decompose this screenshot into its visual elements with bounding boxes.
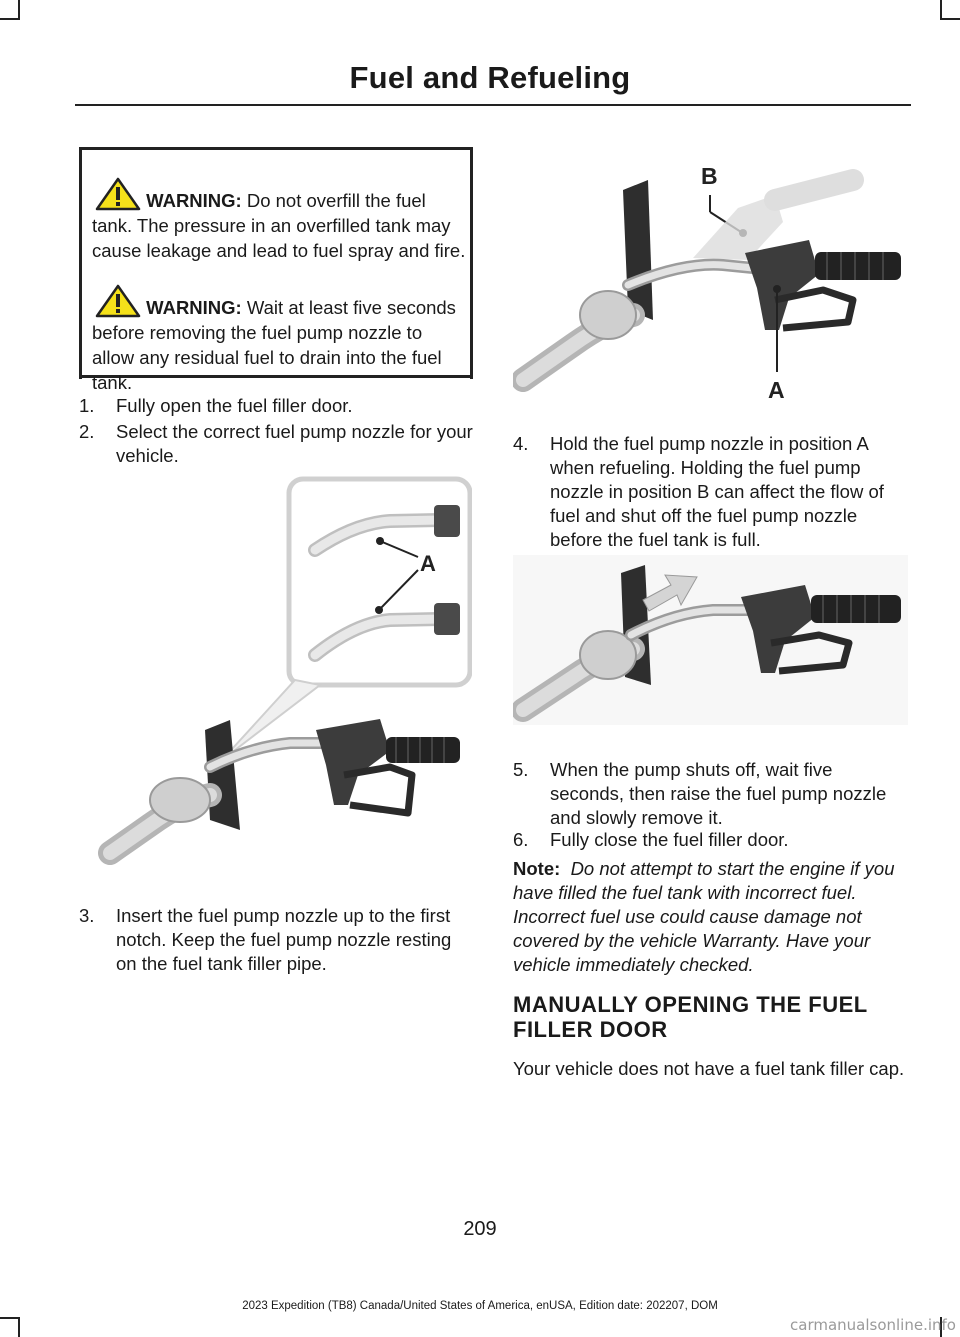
crop-mark bbox=[18, 1317, 20, 1337]
step-number: 2. bbox=[79, 421, 95, 442]
warning-box-right bbox=[470, 147, 473, 379]
note-label: Note: bbox=[513, 858, 561, 879]
step-number: 1. bbox=[79, 395, 95, 416]
step-text: Fully open the fuel filler door. bbox=[116, 395, 353, 416]
header-divider bbox=[75, 104, 911, 106]
warning-2: WARNING: Wait at least five seconds befo… bbox=[92, 284, 466, 395]
page-number: 209 bbox=[463, 1218, 497, 1240]
figure-label-b: B bbox=[701, 163, 718, 189]
section-heading: MANUALLY OPENING THE FUEL FILLER DOOR bbox=[513, 992, 868, 1042]
warning-triangle-icon bbox=[95, 284, 141, 318]
step-text: Hold the fuel pump nozzle in position A … bbox=[550, 433, 884, 550]
note-text: Do not attempt to start the engine if yo… bbox=[513, 858, 895, 975]
figure-nozzle-selection: A bbox=[98, 476, 472, 865]
warning-box-top bbox=[79, 147, 473, 150]
step-text: When the pump shuts off, wait five secon… bbox=[550, 759, 887, 828]
step-number: 3. bbox=[79, 905, 95, 926]
watermark: carmanualsonline.info bbox=[790, 1316, 956, 1334]
figure-nozzle-positions: B A bbox=[513, 163, 901, 403]
step-text: Select the correct fuel pump nozzle for … bbox=[116, 421, 473, 466]
step-text: Insert the fuel pump nozzle up to the fi… bbox=[116, 905, 452, 974]
crop-mark bbox=[940, 0, 942, 20]
warning-1: WARNING: Do not overfill the fuel tank. … bbox=[92, 177, 466, 263]
warning-text: Wait at least five seconds before removi… bbox=[92, 297, 456, 393]
warning-label: WARNING: bbox=[146, 297, 242, 318]
section-paragraph: Your vehicle does not have a fuel tank f… bbox=[513, 1058, 905, 1079]
footer-text: 2023 Expedition (TB8) Canada/United Stat… bbox=[242, 1300, 718, 1312]
warning-text: Do not overfill the fuel tank. The press… bbox=[92, 190, 466, 261]
warning-box-left bbox=[79, 147, 82, 379]
step-number: 6. bbox=[513, 829, 529, 850]
crop-mark bbox=[940, 18, 960, 20]
crop-mark bbox=[18, 0, 20, 20]
step-number: 5. bbox=[513, 759, 529, 780]
warning-label: WARNING: bbox=[146, 190, 242, 211]
crop-mark bbox=[940, 1317, 942, 1337]
note: Note: Do not attempt to start the engine… bbox=[513, 857, 908, 977]
figure-nozzle-raise bbox=[513, 555, 908, 725]
crop-mark bbox=[0, 18, 20, 20]
warning-triangle-icon bbox=[95, 177, 141, 211]
figure-label-a: A bbox=[420, 551, 436, 576]
page-title: Fuel and Refueling bbox=[349, 60, 631, 95]
step-number: 4. bbox=[513, 433, 529, 454]
figure-label-a: A bbox=[768, 377, 785, 403]
crop-mark bbox=[0, 1317, 20, 1319]
step-text: Fully close the fuel filler door. bbox=[550, 829, 789, 850]
warning-box bbox=[79, 150, 471, 378]
